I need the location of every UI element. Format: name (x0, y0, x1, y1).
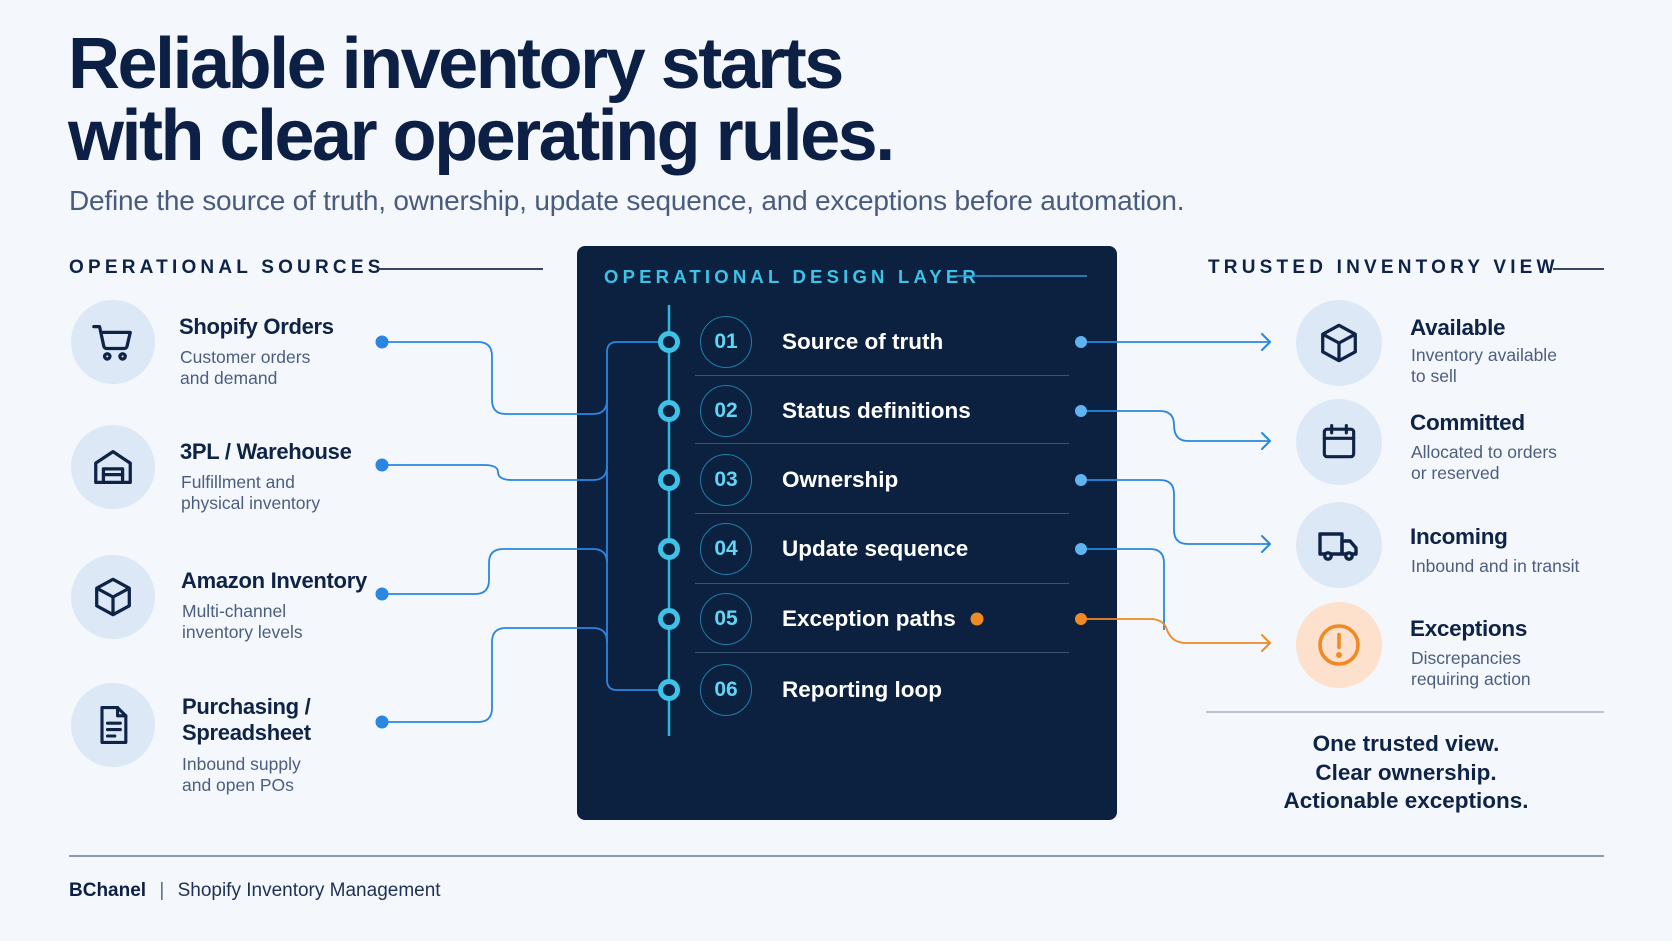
page-subtitle: Define the source of truth, ownership, u… (69, 185, 1185, 216)
page-title: Reliable inventory starts with clear ope… (68, 28, 1168, 172)
source-title-shopify: Shopify Orders (179, 314, 334, 339)
connector-purchasing (382, 627, 608, 723)
calendar-icon (1296, 399, 1382, 485)
arrow-committed (1261, 432, 1271, 450)
source-desc-line: Fulfillment and (181, 472, 295, 492)
sources-section-label: OPERATIONAL SOURCES (69, 257, 385, 278)
step-label-1: Source of truth (782, 329, 944, 354)
title-line-1: Reliable inventory starts (68, 24, 844, 104)
connector-amazon (382, 548, 608, 595)
output-desc-line: to sell (1411, 366, 1457, 386)
shopping-cart-icon (71, 300, 155, 384)
output-desc-line: or reserved (1411, 463, 1500, 483)
output-desc-available: Inventory available to sell (1411, 345, 1557, 387)
outputs-label-rule (1553, 268, 1604, 270)
source-dot-4 (375, 715, 389, 729)
source-title-purchasing: Purchasing / Spreadsheet (182, 694, 311, 746)
output-title-committed: Committed (1410, 410, 1525, 435)
footer-separator: | (159, 880, 165, 901)
step-number-4: 04 (700, 523, 752, 575)
output-title-incoming: Incoming (1410, 524, 1508, 549)
arrow-available (1261, 333, 1271, 351)
step-divider (695, 513, 1069, 514)
source-desc-line: Customer orders (180, 347, 311, 367)
source-dot-3 (375, 587, 389, 601)
source-desc-amazon: Multi-channel inventory levels (182, 601, 303, 643)
document-icon (71, 683, 155, 767)
summary-statement: One trusted view. Clear ownership. Actio… (1206, 730, 1606, 816)
warehouse-icon (71, 425, 155, 509)
source-desc-line: inventory levels (182, 622, 303, 642)
step-divider (695, 443, 1069, 444)
source-desc-shopify: Customer orders and demand (180, 347, 310, 389)
output-desc-line: Inbound and in transit (1411, 556, 1580, 576)
output-desc-incoming: Inbound and in transit (1411, 556, 1579, 577)
source-title-line: Purchasing / (182, 694, 311, 719)
source-desc-purchasing: Inbound supply and open POs (182, 754, 301, 796)
connector-shopify (382, 341, 608, 415)
brand-name: BChanel (69, 880, 147, 901)
source-desc-line: and open POs (182, 775, 294, 795)
source-desc-line: physical inventory (181, 493, 321, 513)
output-desc-exceptions: Discrepancies requiring action (1411, 648, 1531, 690)
source-dot-2 (375, 458, 389, 472)
step-divider (695, 652, 1069, 653)
source-desc-3pl: Fulfillment and physical inventory (181, 472, 320, 514)
source-desc-line: and demand (180, 368, 278, 388)
truck-icon (1296, 502, 1382, 588)
title-line-2: with clear operating rules. (68, 96, 895, 176)
footer-rule (69, 855, 1604, 857)
source-title-amazon: Amazon Inventory (181, 568, 367, 593)
step-divider (695, 583, 1069, 584)
output-desc-line: Inventory available (1411, 345, 1557, 365)
summary-line: One trusted view. (1312, 731, 1500, 756)
footer-product: Shopify Inventory Management (177, 880, 441, 901)
step-divider (695, 375, 1069, 376)
box-icon (1296, 300, 1382, 386)
box-icon (71, 555, 155, 639)
arrow-incoming (1261, 535, 1271, 553)
step-number-5: 05 (700, 593, 752, 645)
design-layer-label: OPERATIONAL DESIGN LAYER (604, 266, 980, 287)
step-label-4: Update sequence (782, 536, 969, 561)
output-desc-line: Allocated to orders (1411, 442, 1557, 462)
step-number-3: 03 (700, 454, 752, 506)
source-desc-line: Inbound supply (182, 754, 301, 774)
outputs-section-label: TRUSTED INVENTORY VIEW (1208, 257, 1559, 278)
output-desc-committed: Allocated to orders or reserved (1411, 442, 1557, 484)
source-title-line: Spreadsheet (182, 720, 311, 745)
step-number-6: 06 (700, 664, 752, 716)
source-title-3pl: 3PL / Warehouse (180, 439, 352, 464)
step-label-5: Exception paths (782, 606, 956, 631)
alert-icon (1296, 602, 1382, 688)
footer: BChanel | Shopify Inventory Management (69, 880, 441, 902)
arrow-exceptions (1261, 634, 1271, 652)
source-dot-1 (375, 335, 389, 349)
connector-3pl (382, 464, 608, 481)
output-title-exceptions: Exceptions (1410, 616, 1528, 641)
output-desc-line: Discrepancies (1411, 648, 1521, 668)
step-number-1: 01 (700, 316, 752, 368)
output-desc-line: requiring action (1411, 669, 1531, 689)
step-number-2: 02 (700, 385, 752, 437)
sources-label-rule (378, 268, 543, 270)
step-label-3: Ownership (782, 467, 899, 492)
summary-line: Clear ownership. (1315, 759, 1497, 785)
step-label-6: Reporting loop (782, 677, 942, 702)
step-label-2: Status definitions (782, 398, 971, 423)
output-title-available: Available (1410, 315, 1506, 340)
source-desc-line: Multi-channel (182, 601, 287, 621)
summary-line: Actionable exceptions. (1283, 788, 1529, 813)
